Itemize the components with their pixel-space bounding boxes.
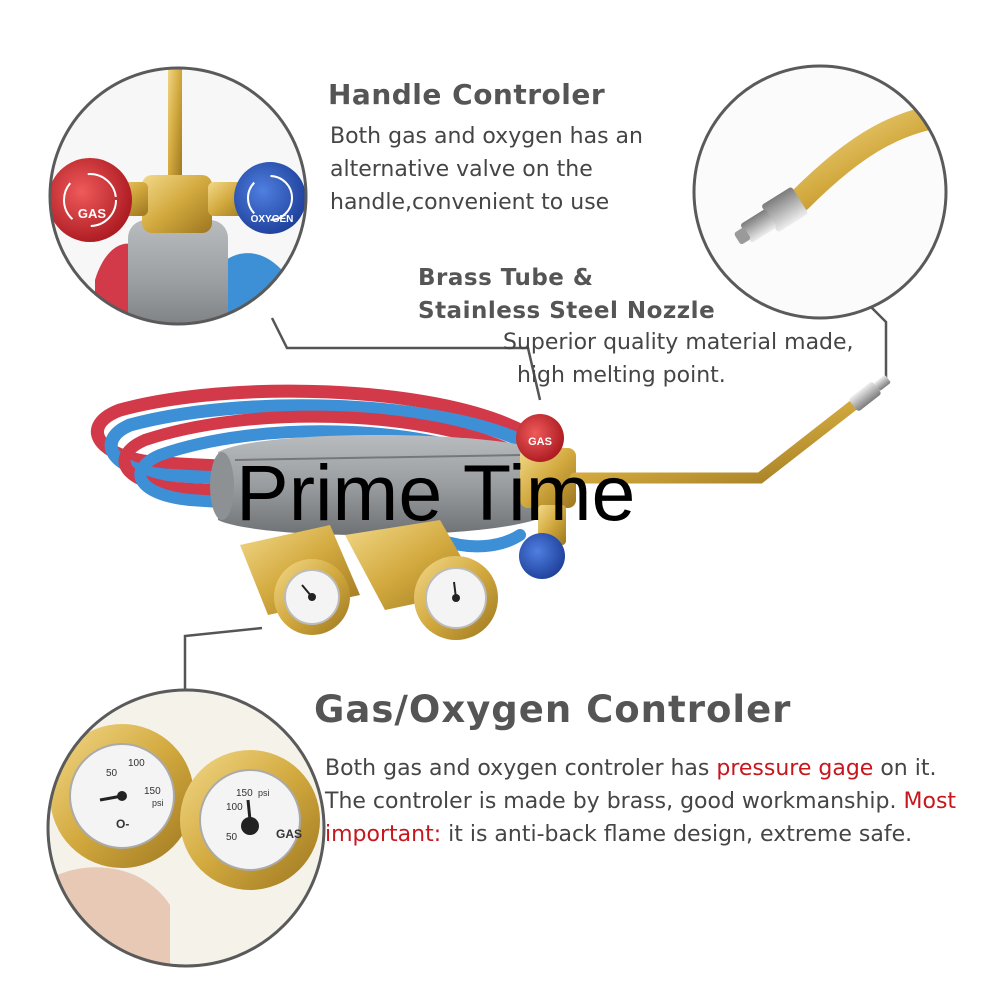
left-gauge-unit: psi (152, 798, 164, 808)
pressure-gage-highlight: pressure gage (716, 756, 874, 781)
brass-tube (569, 394, 866, 484)
right-gauge-tick-100: 100 (226, 802, 243, 813)
handle-detail-circle: GAS OXYGEN (48, 66, 308, 326)
gas-desc-part2: on it. The controler is made by brass, g… (325, 756, 937, 814)
gauges-detail-circle: 50 100 150 psi O- 100 150 50 psi GAS (46, 688, 326, 968)
gas-desc-part1: Both gas and oxygen controler has (325, 756, 717, 781)
most-important-highlight: Most important: (325, 789, 957, 847)
right-gauge-tick-50: 50 (226, 832, 238, 843)
gas-valve-label: GAS (528, 436, 552, 448)
gas-valve-knob: GAS (516, 414, 564, 462)
steel-nozzle (849, 375, 891, 411)
gas-oxygen-controller-description: Both gas and oxygen controler has pressu… (325, 752, 965, 851)
brass-title-line2: Stainless Steel Nozzle (418, 298, 716, 324)
valve-block (520, 448, 576, 508)
handle-oxygen-label: OXYGEN (251, 214, 294, 225)
handle-gas-label: GAS (78, 206, 107, 221)
brass-tube-description: Superior quality material made, high mel… (503, 326, 888, 392)
brass-title-line1: Brass Tube & (418, 265, 594, 291)
gas-regulator (240, 525, 360, 635)
left-gauge-tick-150: 150 (144, 786, 161, 797)
torch-handle (210, 434, 535, 535)
nozzle-detail-circle (692, 64, 948, 320)
gas-oxygen-controller-title: Gas/Oxygen Controler (314, 688, 792, 731)
right-gauge-tick-150: 150 (236, 788, 253, 799)
gas-desc-part3: it is anti-back flame design, extreme sa… (441, 822, 913, 847)
right-gauge-label: GAS (276, 827, 302, 841)
handle-controller-description: Both gas and oxygen has an alternative v… (330, 124, 643, 215)
overlay-text: Prime Time (236, 448, 636, 537)
torch-assembly: GAS (91, 375, 891, 640)
handle-controller-title: Handle Controler (328, 78, 606, 111)
right-gauge-unit: psi (258, 788, 270, 798)
brass-desc-line2: high melting point. (517, 363, 726, 388)
oxygen-valve-knob (519, 533, 565, 579)
left-gauge-label: O- (116, 817, 129, 831)
brass-desc-line1: Superior quality material made, (503, 330, 854, 355)
left-gauge-tick-100: 100 (128, 758, 145, 769)
oxygen-regulator (345, 520, 498, 640)
brass-tube-title: Brass Tube & Stainless Steel Nozzle (418, 262, 758, 328)
left-gauge-tick-50: 50 (106, 768, 118, 779)
callout-lines (183, 301, 888, 692)
